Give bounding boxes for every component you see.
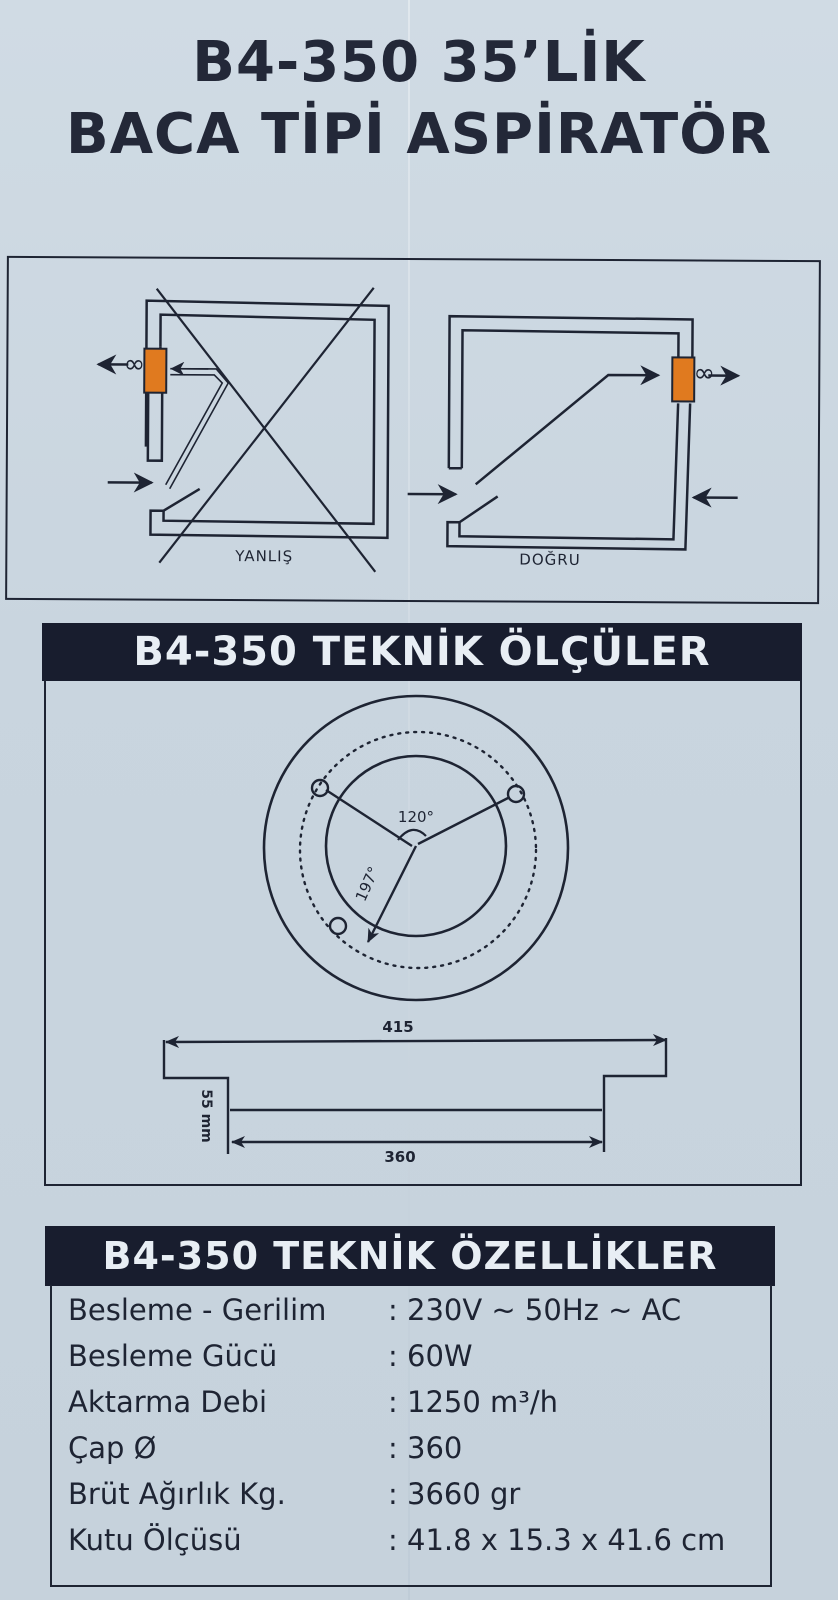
specs-table: Besleme - Gerilim : 230V ~ 50Hz ~ AC Bes… [50,1285,772,1587]
spec-value: : 3660 gr [388,1477,521,1511]
installation-diagram: ∞ ∞ YANLIŞ DOĞRU [5,255,821,605]
spec-value: : 60W [388,1339,473,1373]
height-label: 55 mm [198,1089,214,1143]
spec-value: : 1250 m³/h [388,1385,559,1419]
dimensions-diagram: 120° 197° 415 360 55 mm [44,680,802,1186]
fan-icon: ∞ [693,358,715,388]
specs-heading: B4-350 TEKNİK ÖZELLİKLER [45,1226,775,1286]
fan-unit-wrong [143,347,168,394]
cardboard-fold [408,0,410,1600]
inner-width-label: 360 [384,1148,415,1166]
title-line-2: BACA TİPİ ASPİRATÖR [66,101,772,167]
spec-value: : 41.8 x 15.3 x 41.6 cm [388,1523,726,1557]
spec-label: Aktarma Debi [68,1385,268,1419]
product-title: B4-350 35’LİK BACA TİPİ ASPİRATÖR [0,32,838,165]
spec-row-voltage: Besleme - Gerilim : 230V ~ 50Hz ~ AC [52,1293,774,1339]
title-line-1: B4-350 35’LİK [192,30,646,95]
spec-label: Besleme Gücü [68,1339,278,1373]
outer-width-label: 415 [382,1018,413,1036]
spec-row-weight: Brüt Ağırlık Kg. : 3660 gr [52,1477,774,1523]
wrong-installation-drawing [96,287,390,573]
correct-installation-drawing [407,314,741,551]
spec-label: Besleme - Gerilim [68,1293,327,1327]
spec-row-power: Besleme Gücü : 60W [52,1339,774,1385]
spec-row-airflow: Aktarma Debi : 1250 m³/h [52,1385,774,1431]
spec-row-box-size: Kutu Ölçüsü : 41.8 x 15.3 x 41.6 cm [52,1523,774,1569]
installation-diagram-drawing: ∞ ∞ [96,287,741,573]
spec-row-diameter: Çap Ø : 360 [52,1431,774,1477]
radius-label: 197° [352,864,383,904]
dimensions-heading: B4-350 TEKNİK ÖLÇÜLER [42,623,802,681]
top-view [262,694,570,1002]
spec-value: : 230V ~ 50Hz ~ AC [388,1293,682,1327]
side-profile [162,1034,668,1154]
spec-value: : 360 [388,1431,463,1465]
angle-label: 120° [398,808,434,826]
fan-unit-correct [671,356,696,403]
fan-icon: ∞ [123,349,145,379]
spec-label: Brüt Ağırlık Kg. [68,1477,286,1511]
spec-label: Çap Ø [68,1431,157,1465]
label-wrong: YANLIŞ [235,547,294,566]
dimensions-drawing: 120° 197° 415 360 55 mm [162,694,668,1166]
label-correct: DOĞRU [519,550,581,569]
spec-label: Kutu Ölçüsü [68,1523,242,1557]
